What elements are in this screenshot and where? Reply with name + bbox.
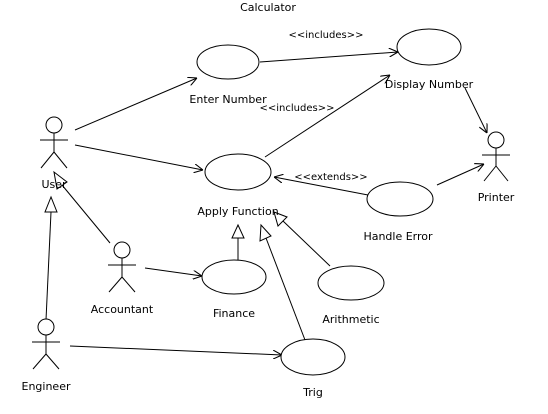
actor-printer[interactable] <box>482 131 510 182</box>
stereotype-extends: <<extends>> <box>294 172 367 183</box>
use-case-enter-number[interactable] <box>196 44 260 80</box>
gen-accountant-user-head <box>53 170 68 190</box>
actor-engineer-label: Engineer <box>22 380 71 393</box>
dep-includes-apply-display <box>264 75 390 158</box>
use-case-display-number[interactable] <box>396 28 462 66</box>
use-case-apply-function-label: Apply Function <box>197 205 278 218</box>
actor-printer-label: Printer <box>478 191 515 204</box>
gen-engineer-user-line <box>45 211 52 321</box>
use-case-handle-error[interactable] <box>366 181 434 217</box>
actor-accountant-label: Accountant <box>91 303 154 316</box>
actor-user-label: User <box>41 178 67 191</box>
use-case-arithmetic-label: Arithmetic <box>322 313 379 326</box>
use-case-trig-label: Trig <box>302 386 323 399</box>
assoc-user-enter-number <box>74 78 197 131</box>
assoc-user-apply-function <box>74 144 203 170</box>
assoc-handle-error-printer <box>436 164 484 186</box>
diagram-title: Calculator <box>240 1 296 14</box>
gen-finance-apply-head <box>231 223 245 239</box>
use-case-display-number-label: Display Number <box>385 78 474 91</box>
assoc-accountant-finance <box>144 267 202 276</box>
use-case-enter-number-label: Enter Number <box>189 93 267 106</box>
assoc-engineer-trig <box>69 345 282 355</box>
gen-arithmetic-apply-head <box>273 211 288 227</box>
use-case-apply-function[interactable] <box>204 153 272 191</box>
actor-accountant[interactable] <box>108 241 136 293</box>
use-case-trig[interactable] <box>280 338 346 376</box>
use-case-finance[interactable] <box>201 259 267 295</box>
stereotype-includes-top: <<includes>> <box>289 30 364 41</box>
dep-extends-handle-error-apply <box>274 177 369 196</box>
actor-engineer[interactable] <box>32 318 60 370</box>
gen-accountant-user-line <box>61 184 111 244</box>
gen-trig-apply-head <box>259 223 272 242</box>
gen-trig-apply-line <box>265 237 306 341</box>
assoc-display-printer <box>464 87 487 133</box>
use-case-arithmetic[interactable] <box>317 265 385 301</box>
use-case-handle-error-label: Handle Error <box>363 230 433 243</box>
use-case-finance-label: Finance <box>213 307 255 320</box>
actor-user[interactable] <box>40 116 68 169</box>
stereotype-includes-mid: <<includes>> <box>260 103 335 114</box>
gen-engineer-user-head <box>44 195 58 213</box>
dep-includes-enter-display <box>259 52 398 63</box>
gen-arithmetic-apply-line <box>282 220 331 267</box>
